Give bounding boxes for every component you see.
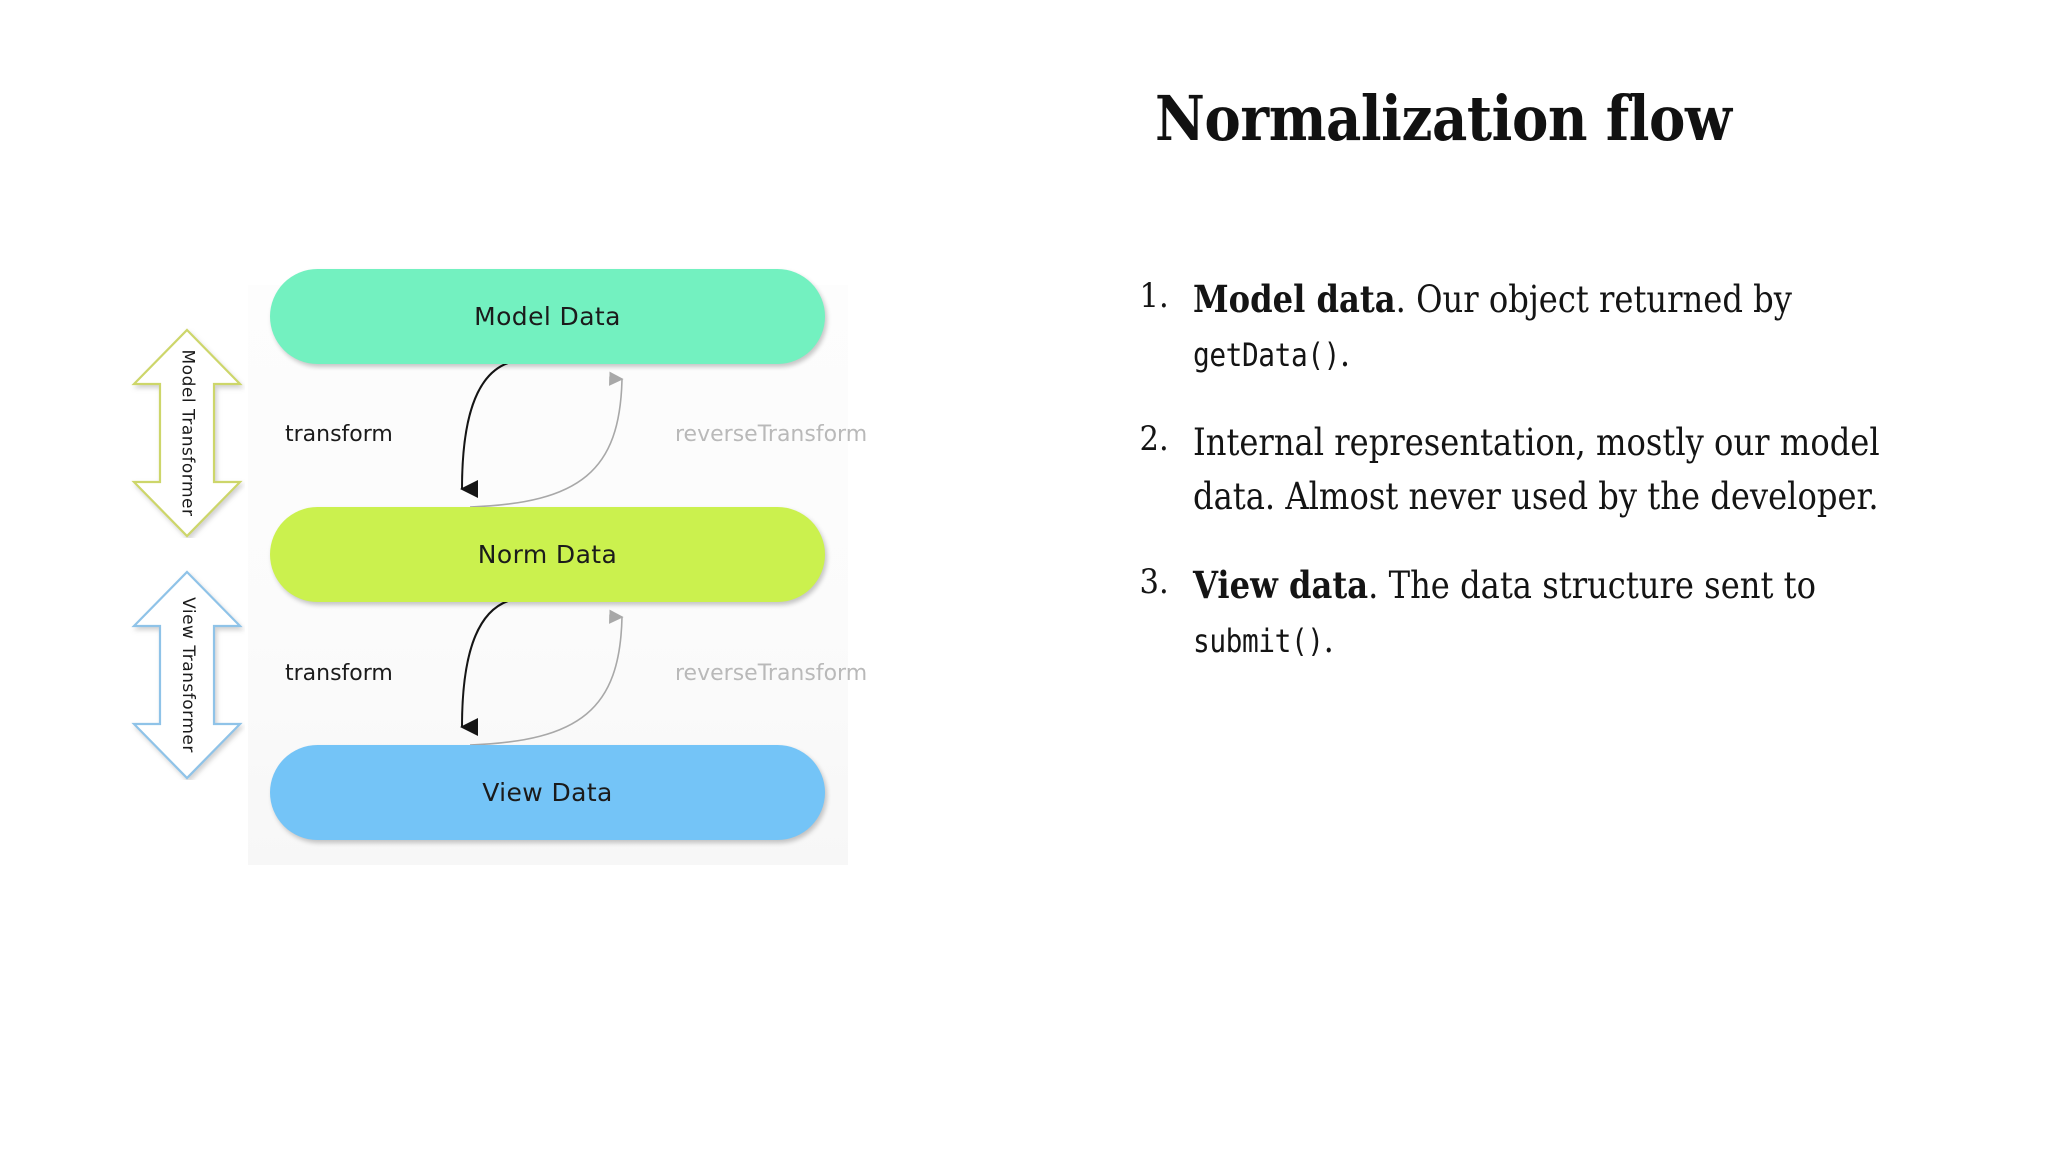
transform-label-2: transform bbox=[285, 661, 393, 686]
list-item-text-after-code: . bbox=[1323, 618, 1334, 662]
node-norm-data-label: Norm Data bbox=[477, 540, 618, 569]
reverse-transform-arrow-up bbox=[469, 609, 624, 746]
list-item-text-before-code: . Our object returned by bbox=[1395, 278, 1792, 321]
list-item-number: 3. bbox=[1139, 562, 1169, 603]
transform-label-1: transform bbox=[285, 422, 393, 447]
points-list: 1. Model data. Our object returned by ge… bbox=[1135, 272, 2015, 701]
normalization-flow-diagram: Model Transformer View Transformer bbox=[130, 265, 867, 885]
reverse-transform-arrow-up bbox=[469, 371, 624, 508]
node-model-data: Model Data bbox=[270, 269, 825, 364]
model-transformer-arrow: Model Transformer bbox=[130, 328, 245, 538]
node-model-data-label: Model Data bbox=[474, 302, 621, 331]
reverse-transform-label-2: reverseTransform bbox=[675, 661, 868, 686]
list-item: 3. View data. The data structure sent to… bbox=[1135, 558, 2015, 667]
list-item-code: getData() bbox=[1193, 336, 1340, 375]
list-item-strong: Model data bbox=[1193, 277, 1396, 321]
model-norm-connectors bbox=[270, 361, 830, 511]
transform-arrow-down bbox=[460, 362, 509, 499]
reverse-transform-label-1: reverseTransform bbox=[675, 422, 868, 447]
page-title: Normalization flow bbox=[1155, 82, 1732, 155]
list-item-number: 2. bbox=[1139, 419, 1169, 460]
diagram-panel: Model Transformer View Transformer bbox=[130, 265, 867, 885]
transform-arrow-down bbox=[460, 600, 509, 737]
list-item-body: Model data. Our object returned by getDa… bbox=[1193, 272, 1908, 381]
list-item-text-before-code: Internal representation, mostly our mode… bbox=[1193, 421, 1880, 519]
content-panel: Normalization flow 1. Model data. Our ob… bbox=[1135, 0, 2015, 1152]
list-item-text-before-code: . The data structure sent to bbox=[1368, 564, 1816, 608]
norm-view-connectors bbox=[270, 599, 830, 749]
list-item-code: submit() bbox=[1193, 622, 1324, 661]
list-item: 1. Model data. Our object returned by ge… bbox=[1135, 272, 2015, 381]
node-view-data-label: View Data bbox=[482, 778, 613, 807]
node-view-data: View Data bbox=[270, 745, 825, 840]
list-item-body: Internal representation, mostly our mode… bbox=[1193, 415, 1908, 524]
list-item: 2. Internal representation, mostly our m… bbox=[1135, 415, 2015, 524]
list-item-body: View data. The data structure sent to su… bbox=[1193, 558, 1908, 667]
node-norm-data: Norm Data bbox=[270, 507, 825, 602]
list-item-text-after-code: . bbox=[1339, 332, 1351, 376]
list-item-number: 1. bbox=[1139, 276, 1169, 316]
view-transformer-arrow: View Transformer bbox=[130, 570, 245, 780]
list-item-strong: View data bbox=[1193, 563, 1369, 608]
